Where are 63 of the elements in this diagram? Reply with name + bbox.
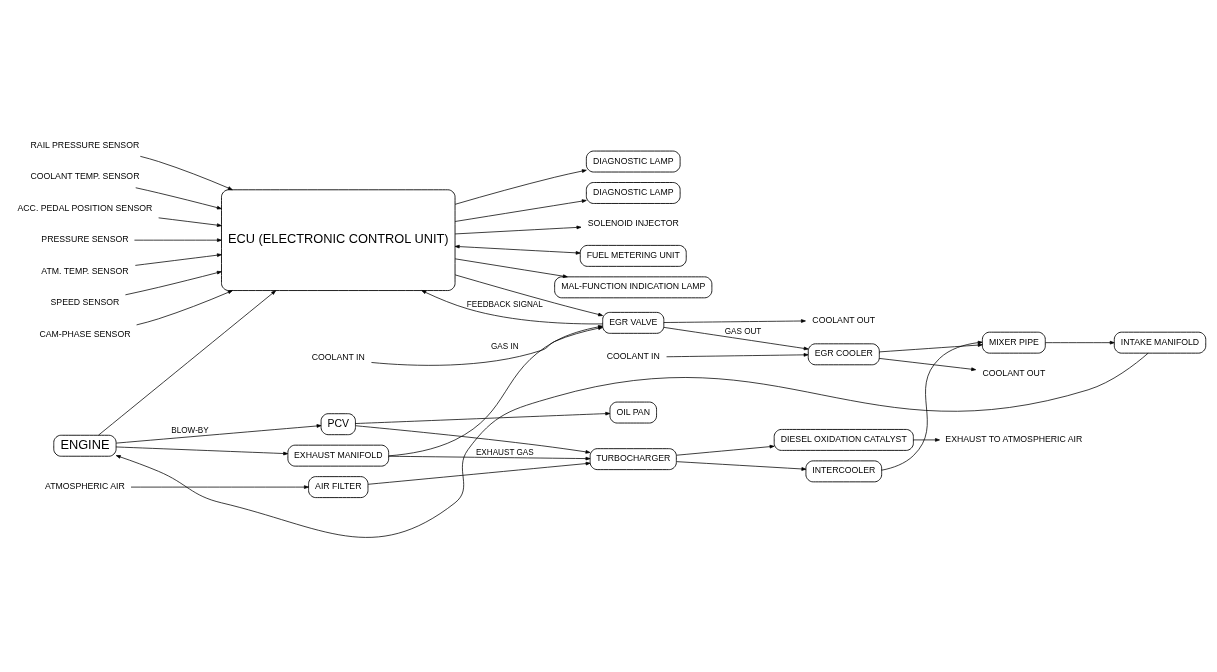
- arrow: [454, 168, 587, 205]
- arrow: [454, 198, 587, 222]
- arrow: [134, 237, 222, 242]
- arrow: [98, 289, 276, 435]
- arrow: [454, 274, 603, 316]
- node-text: ACC. PEDAL POSITION SENSOR: [17, 202, 153, 213]
- arrow: [355, 424, 591, 454]
- arrow: [134, 252, 222, 266]
- node-box: MIXER PIPE: [981, 331, 1046, 354]
- arrow: [663, 326, 809, 350]
- arrow: [130, 484, 309, 489]
- node-box: DIAGNOSTIC LAMP: [585, 181, 681, 204]
- node-text: RAIL PRESSURE SENSOR: [30, 139, 140, 150]
- node-text: COOLANT OUT: [812, 314, 876, 325]
- arrow: [676, 460, 807, 471]
- node-text: EXHAUST TO ATMOSPHERIC AIR: [945, 433, 1083, 444]
- arrow: [115, 352, 1149, 538]
- node-text: ATM. TEMP. SENSOR: [41, 265, 129, 276]
- node-text: CAM-PHASE SENSOR: [39, 328, 131, 339]
- node-box: DIESEL OXIDATION CATALYST: [773, 428, 914, 451]
- node-box: PCV: [320, 412, 356, 435]
- node-box: AIR FILTER: [308, 475, 369, 498]
- node-text: COOLANT IN: [606, 350, 660, 361]
- node-box: OIL PAN: [609, 401, 657, 423]
- arrow: [1044, 340, 1115, 344]
- arrow: [115, 446, 289, 455]
- arrow: [115, 423, 322, 443]
- arrow: [454, 244, 581, 255]
- node-text: ATMOSPHERIC AIR: [45, 480, 125, 491]
- arrow: [881, 340, 983, 471]
- node-box: INTERCOOLER: [805, 459, 883, 482]
- arrow: [663, 318, 806, 323]
- node-box: TURBOCHARGER: [589, 447, 677, 470]
- node-box: FUEL METERING UNIT: [579, 244, 687, 267]
- node-text: SOLENOID INJECTOR: [587, 217, 679, 228]
- node-text: SPEED SENSOR: [50, 296, 120, 307]
- arrow: [355, 411, 611, 424]
- arrow: [454, 257, 568, 278]
- arrow: [421, 289, 603, 324]
- node-box: DIAGNOSTIC LAMP: [585, 150, 681, 172]
- arrow: [676, 444, 775, 456]
- node-box: EXHAUST MANIFOLD: [287, 444, 390, 467]
- arrow: [158, 216, 222, 227]
- arrow: [367, 461, 591, 485]
- node-text: COOLANT TEMP. SENSOR: [30, 170, 140, 181]
- arrow: [454, 225, 582, 234]
- node-text: COOLANT IN: [311, 351, 365, 362]
- arrow: [913, 437, 940, 442]
- node-box: ENGINE: [53, 434, 117, 457]
- node-box: EGR VALVE: [602, 311, 665, 334]
- arrow: [879, 342, 983, 352]
- node-box: ECU (ELECTRONIC CONTROL UNIT): [221, 188, 456, 291]
- node-text: COOLANT OUT: [982, 367, 1046, 378]
- arrow: [388, 455, 591, 460]
- arrow: [135, 186, 222, 209]
- node-text: PRESSURE SENSOR: [41, 233, 129, 244]
- arrow: [666, 352, 809, 357]
- arrow: [125, 270, 222, 295]
- arrow: [139, 155, 233, 190]
- node-box: EGR COOLER: [807, 342, 880, 365]
- arrow: [136, 289, 233, 325]
- node-box: INTAKE MANIFOLD: [1113, 331, 1207, 354]
- arrow: [879, 357, 977, 371]
